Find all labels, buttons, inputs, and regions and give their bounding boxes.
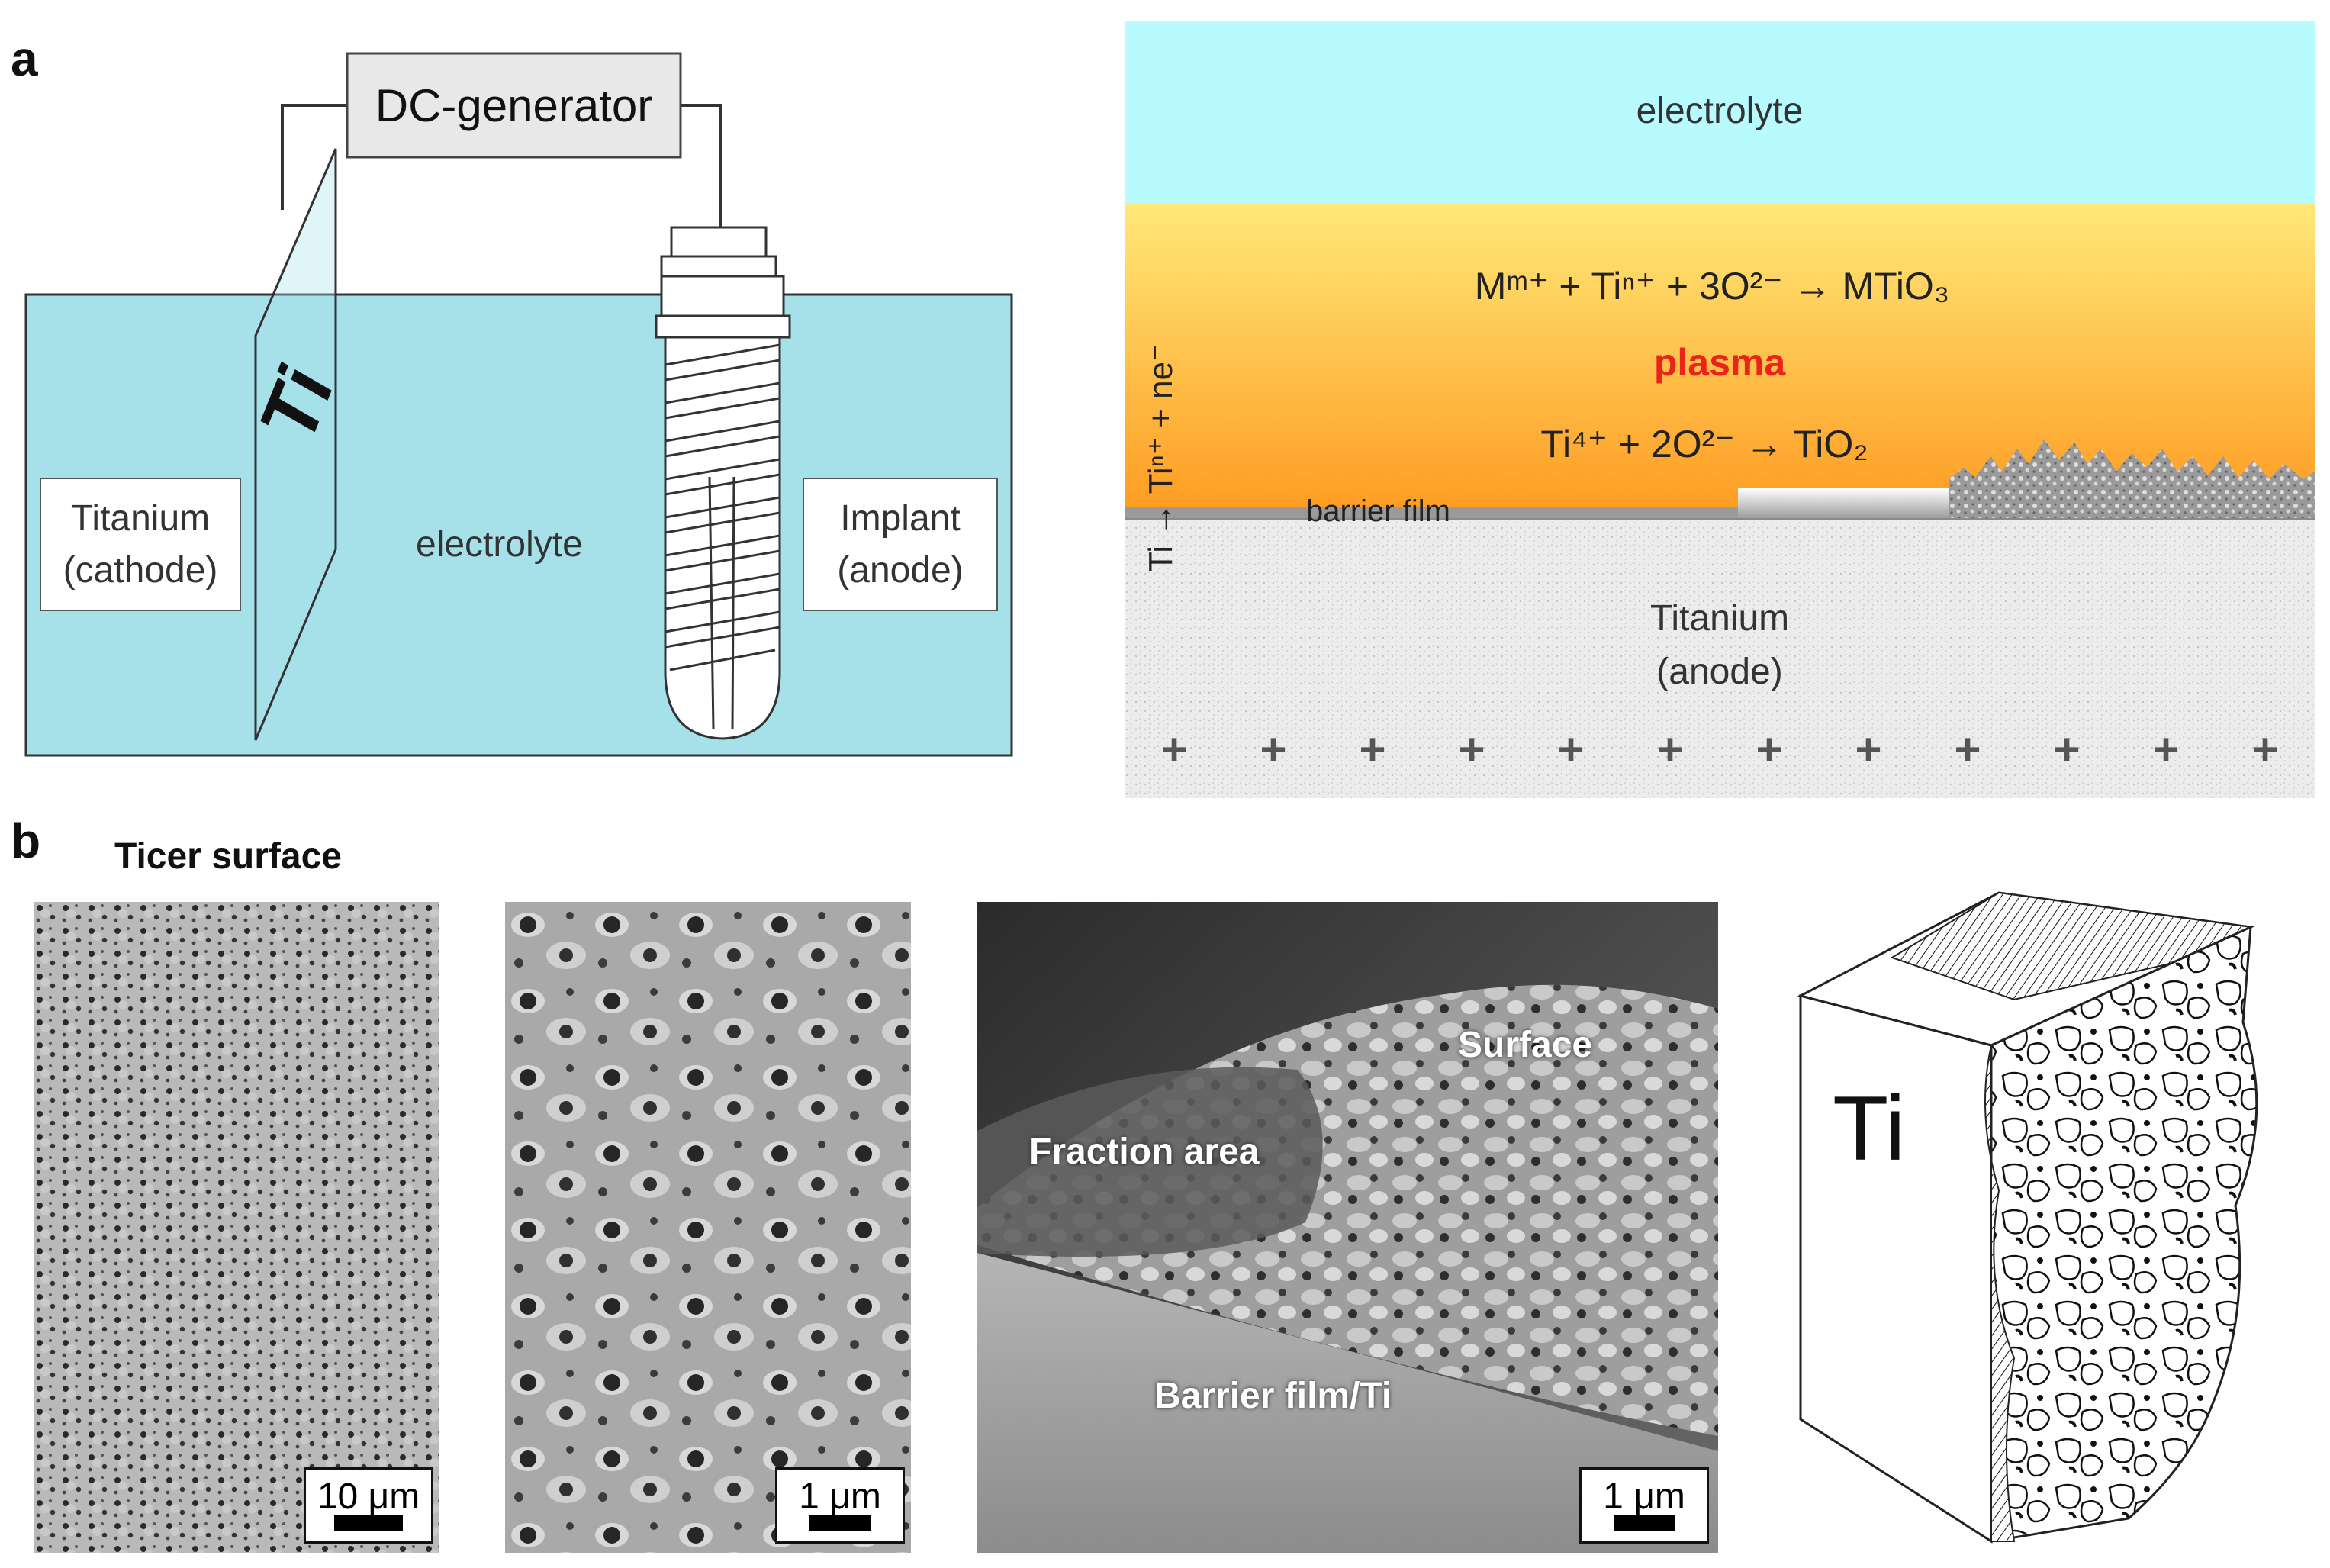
charge-symbol: + — [1160, 724, 1188, 775]
cathode-plate — [254, 148, 337, 741]
ticer-cube-graphic — [1797, 891, 2258, 1544]
electrolyte-label-cell: electrolyte — [416, 524, 583, 565]
charge-symbol: + — [1656, 724, 1684, 775]
scale-bar-1-label: 10 μm — [317, 1476, 420, 1517]
sem-label-fraction-area: Fraction area — [1029, 1132, 1260, 1172]
sem-image-3: Surface Fraction area Barrier film/Ti 1 … — [977, 902, 1718, 1553]
scale-bar-3-label: 1 μm — [1603, 1476, 1685, 1517]
charge-symbol: + — [2152, 724, 2180, 775]
sem-image-3-graphic — [977, 902, 1718, 1553]
sem-image-1: 10 μm — [34, 902, 439, 1553]
oxidation-reaction-vertical: Ti → Tiⁿ⁺ + ne⁻ — [1142, 343, 1179, 572]
ticer-cube-diagram: Ti — [1785, 885, 2319, 1549]
sem-image-2: 1 μm — [505, 902, 911, 1553]
substrate-label-line1: Titanium — [1649, 598, 1790, 639]
charge-symbol: + — [1855, 724, 1882, 775]
oxide-film-smooth — [1738, 488, 1949, 519]
cathode-label-line2: (cathode) — [63, 549, 218, 591]
electrolyte-layer — [1125, 21, 2315, 204]
scale-bar-2: 1 μm — [775, 1467, 905, 1544]
scale-bar-2-label: 1 μm — [799, 1476, 881, 1517]
scale-bar-3: 1 μm — [1579, 1467, 1709, 1544]
reaction-1: Mᵐ⁺ + Tiⁿ⁺ + 3O²⁻ → MTiO₃ — [1474, 265, 1950, 307]
layer-graphic — [1125, 21, 2315, 798]
anode-label: Implant (anode) — [803, 478, 998, 611]
cell-schematic: DC-generator Ti Titanium(cathode) electr… — [0, 0, 1068, 771]
charge-symbol: + — [1359, 724, 1386, 775]
substrate-label-line2: (anode) — [1656, 651, 1783, 692]
charge-symbol: + — [1260, 724, 1287, 775]
ticer-title: Ticer surface — [114, 836, 342, 877]
cube-label: Ti — [1833, 1077, 1906, 1180]
charge-symbol: + — [2053, 724, 2081, 775]
charge-symbol: + — [2251, 724, 2279, 775]
sem-label-surface: Surface — [1458, 1025, 1593, 1065]
sem-image-2-graphic — [505, 902, 911, 1553]
anode-label-line2: (anode) — [837, 549, 964, 591]
plasma-layer — [1125, 204, 2315, 519]
barrier-film-label: barrier film — [1306, 494, 1450, 528]
panel-label-b: b — [11, 813, 41, 868]
barrier-film — [1125, 507, 1738, 519]
charge-symbol: + — [1557, 724, 1585, 775]
sem-label-barrier-film: Barrier film/Ti — [1154, 1376, 1392, 1416]
anode-label-line1: Implant — [840, 498, 961, 539]
wire-cathode — [281, 104, 347, 210]
layer-schematic: electrolyte Mᵐ⁺ + Tiⁿ⁺ + 3O²⁻ → MTiO₃ pl… — [1125, 21, 2315, 798]
positive-charge-row: + + + + + + + + + + + + — [1125, 723, 2315, 776]
titanium-substrate — [1125, 519, 2315, 798]
electrolyte-label-layer: electrolyte — [1636, 91, 1804, 131]
reaction-2: Ti⁴⁺ + 2O²⁻ → TiO₂ — [1540, 423, 1868, 465]
charge-symbol: + — [1458, 724, 1485, 775]
substrate-label: Titanium (anode) — [1125, 592, 2315, 698]
implant-screw — [655, 226, 791, 740]
dc-generator-box — [346, 52, 682, 159]
scale-bar-1: 10 μm — [304, 1467, 433, 1544]
cathode-label: Titanium (cathode) — [40, 478, 241, 611]
charge-symbol: + — [1954, 724, 1981, 775]
sem-image-1-graphic — [34, 902, 439, 1553]
wire-anode — [679, 104, 722, 227]
panel-label-a: a — [11, 31, 38, 86]
cube-side-face — [1990, 925, 2258, 1543]
charge-symbol: + — [1756, 724, 1783, 775]
plasma-label: plasma — [1653, 341, 1786, 384]
oxide-film-porous — [1949, 439, 2315, 519]
cathode-label-line1: Titanium — [70, 498, 211, 539]
dc-generator-label: DC-generator — [375, 79, 653, 131]
